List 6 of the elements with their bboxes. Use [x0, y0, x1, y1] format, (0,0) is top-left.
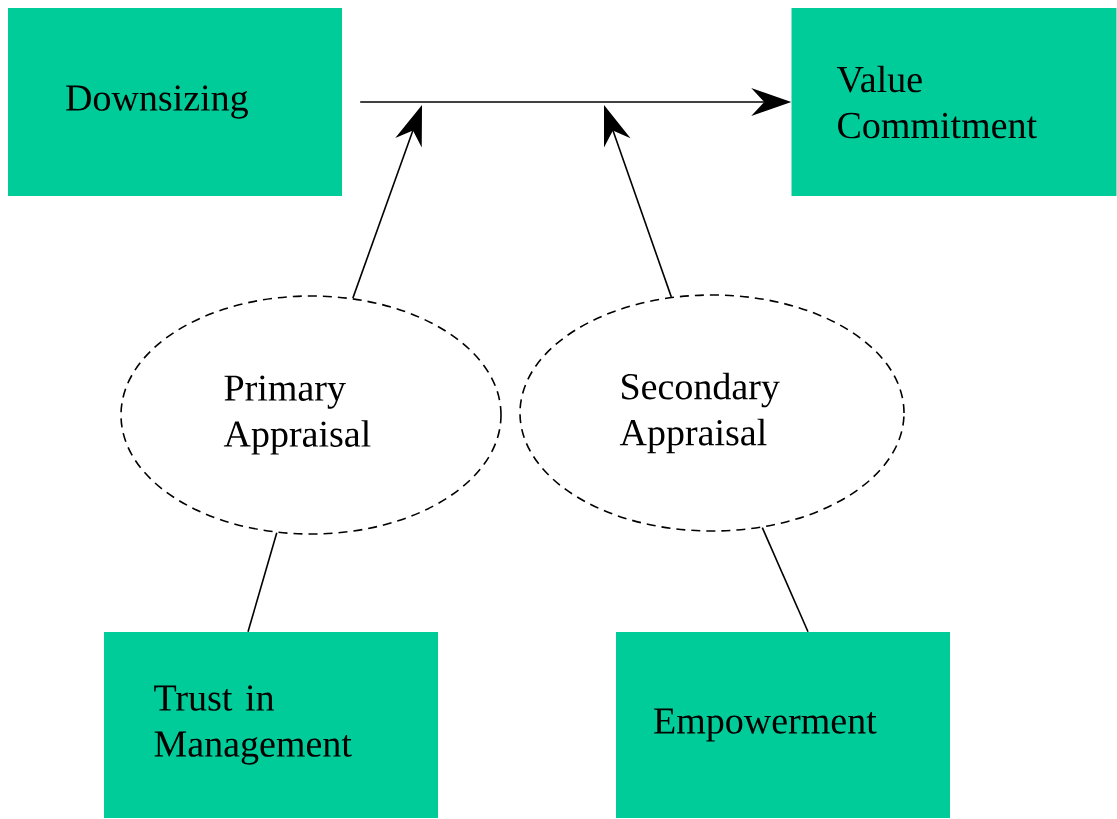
process-box: Empowerment: [616, 632, 950, 818]
connector-line: [761, 526, 809, 633]
connector-line: [247, 532, 278, 633]
process-box: Trust in Management: [104, 632, 438, 818]
process-box: Downsizing: [8, 8, 342, 196]
process-box: Value Commitment: [791, 8, 1117, 196]
